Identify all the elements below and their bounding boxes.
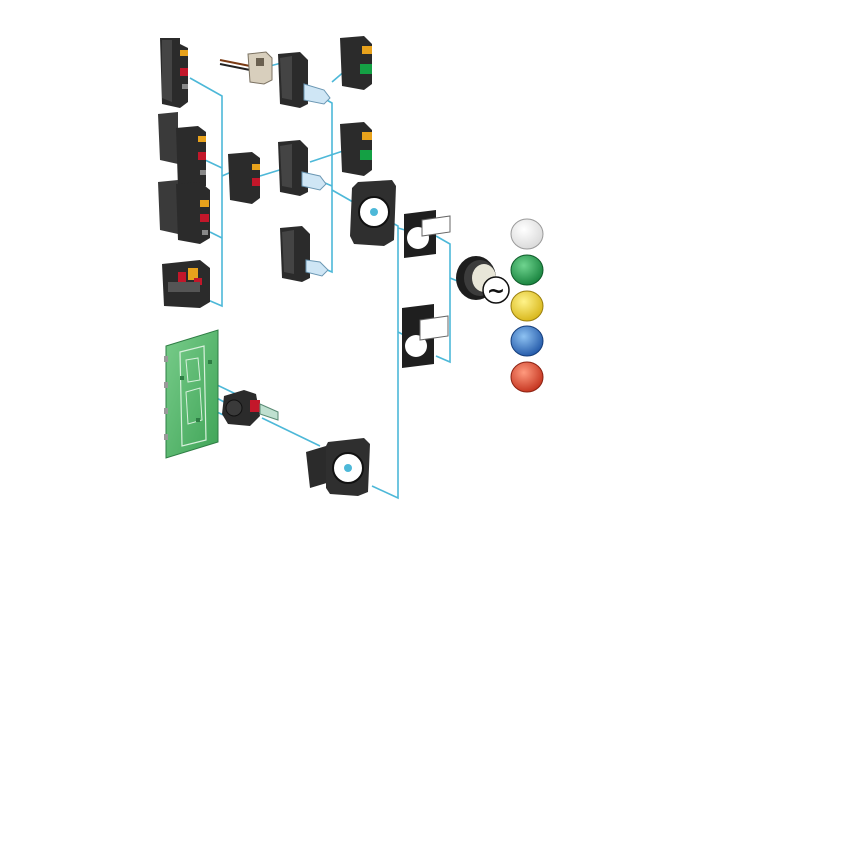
- connector-line: [261, 417, 321, 447]
- light-module: [278, 52, 331, 108]
- connector-line: [204, 159, 223, 169]
- connector-lines: [185, 57, 471, 500]
- mounting-collar: [306, 438, 370, 496]
- connector-line: [435, 235, 451, 364]
- pcb-board: [164, 329, 219, 459]
- contact-block-double: [158, 112, 206, 192]
- contact-block-base: [162, 260, 210, 308]
- wire-terminal: [219, 51, 273, 85]
- push-head: ~: [456, 256, 510, 304]
- light-module: [278, 140, 327, 196]
- connector-line: [189, 77, 223, 308]
- lens-set: [510, 218, 544, 393]
- contact-block-green: [340, 36, 372, 90]
- contact-block-green: [340, 122, 372, 176]
- contact-block-small: [228, 152, 260, 204]
- connector-line: [309, 149, 347, 163]
- legend-holder: [404, 210, 451, 258]
- lens-blue: [510, 325, 544, 357]
- contact-block-single: [160, 38, 188, 108]
- lens-white: [510, 218, 544, 250]
- connector-line: [209, 231, 223, 239]
- lens-red: [510, 361, 544, 393]
- connector-line: [371, 211, 399, 500]
- legend-holder: [402, 304, 449, 368]
- mounting-collar: [350, 180, 396, 246]
- light-module: [280, 226, 329, 282]
- contact-block-double: [158, 180, 210, 244]
- lens-green: [510, 254, 544, 286]
- ac-symbol-icon: ~: [487, 279, 505, 304]
- lens-yellow: [510, 290, 544, 322]
- pcb-light-module: [222, 390, 279, 426]
